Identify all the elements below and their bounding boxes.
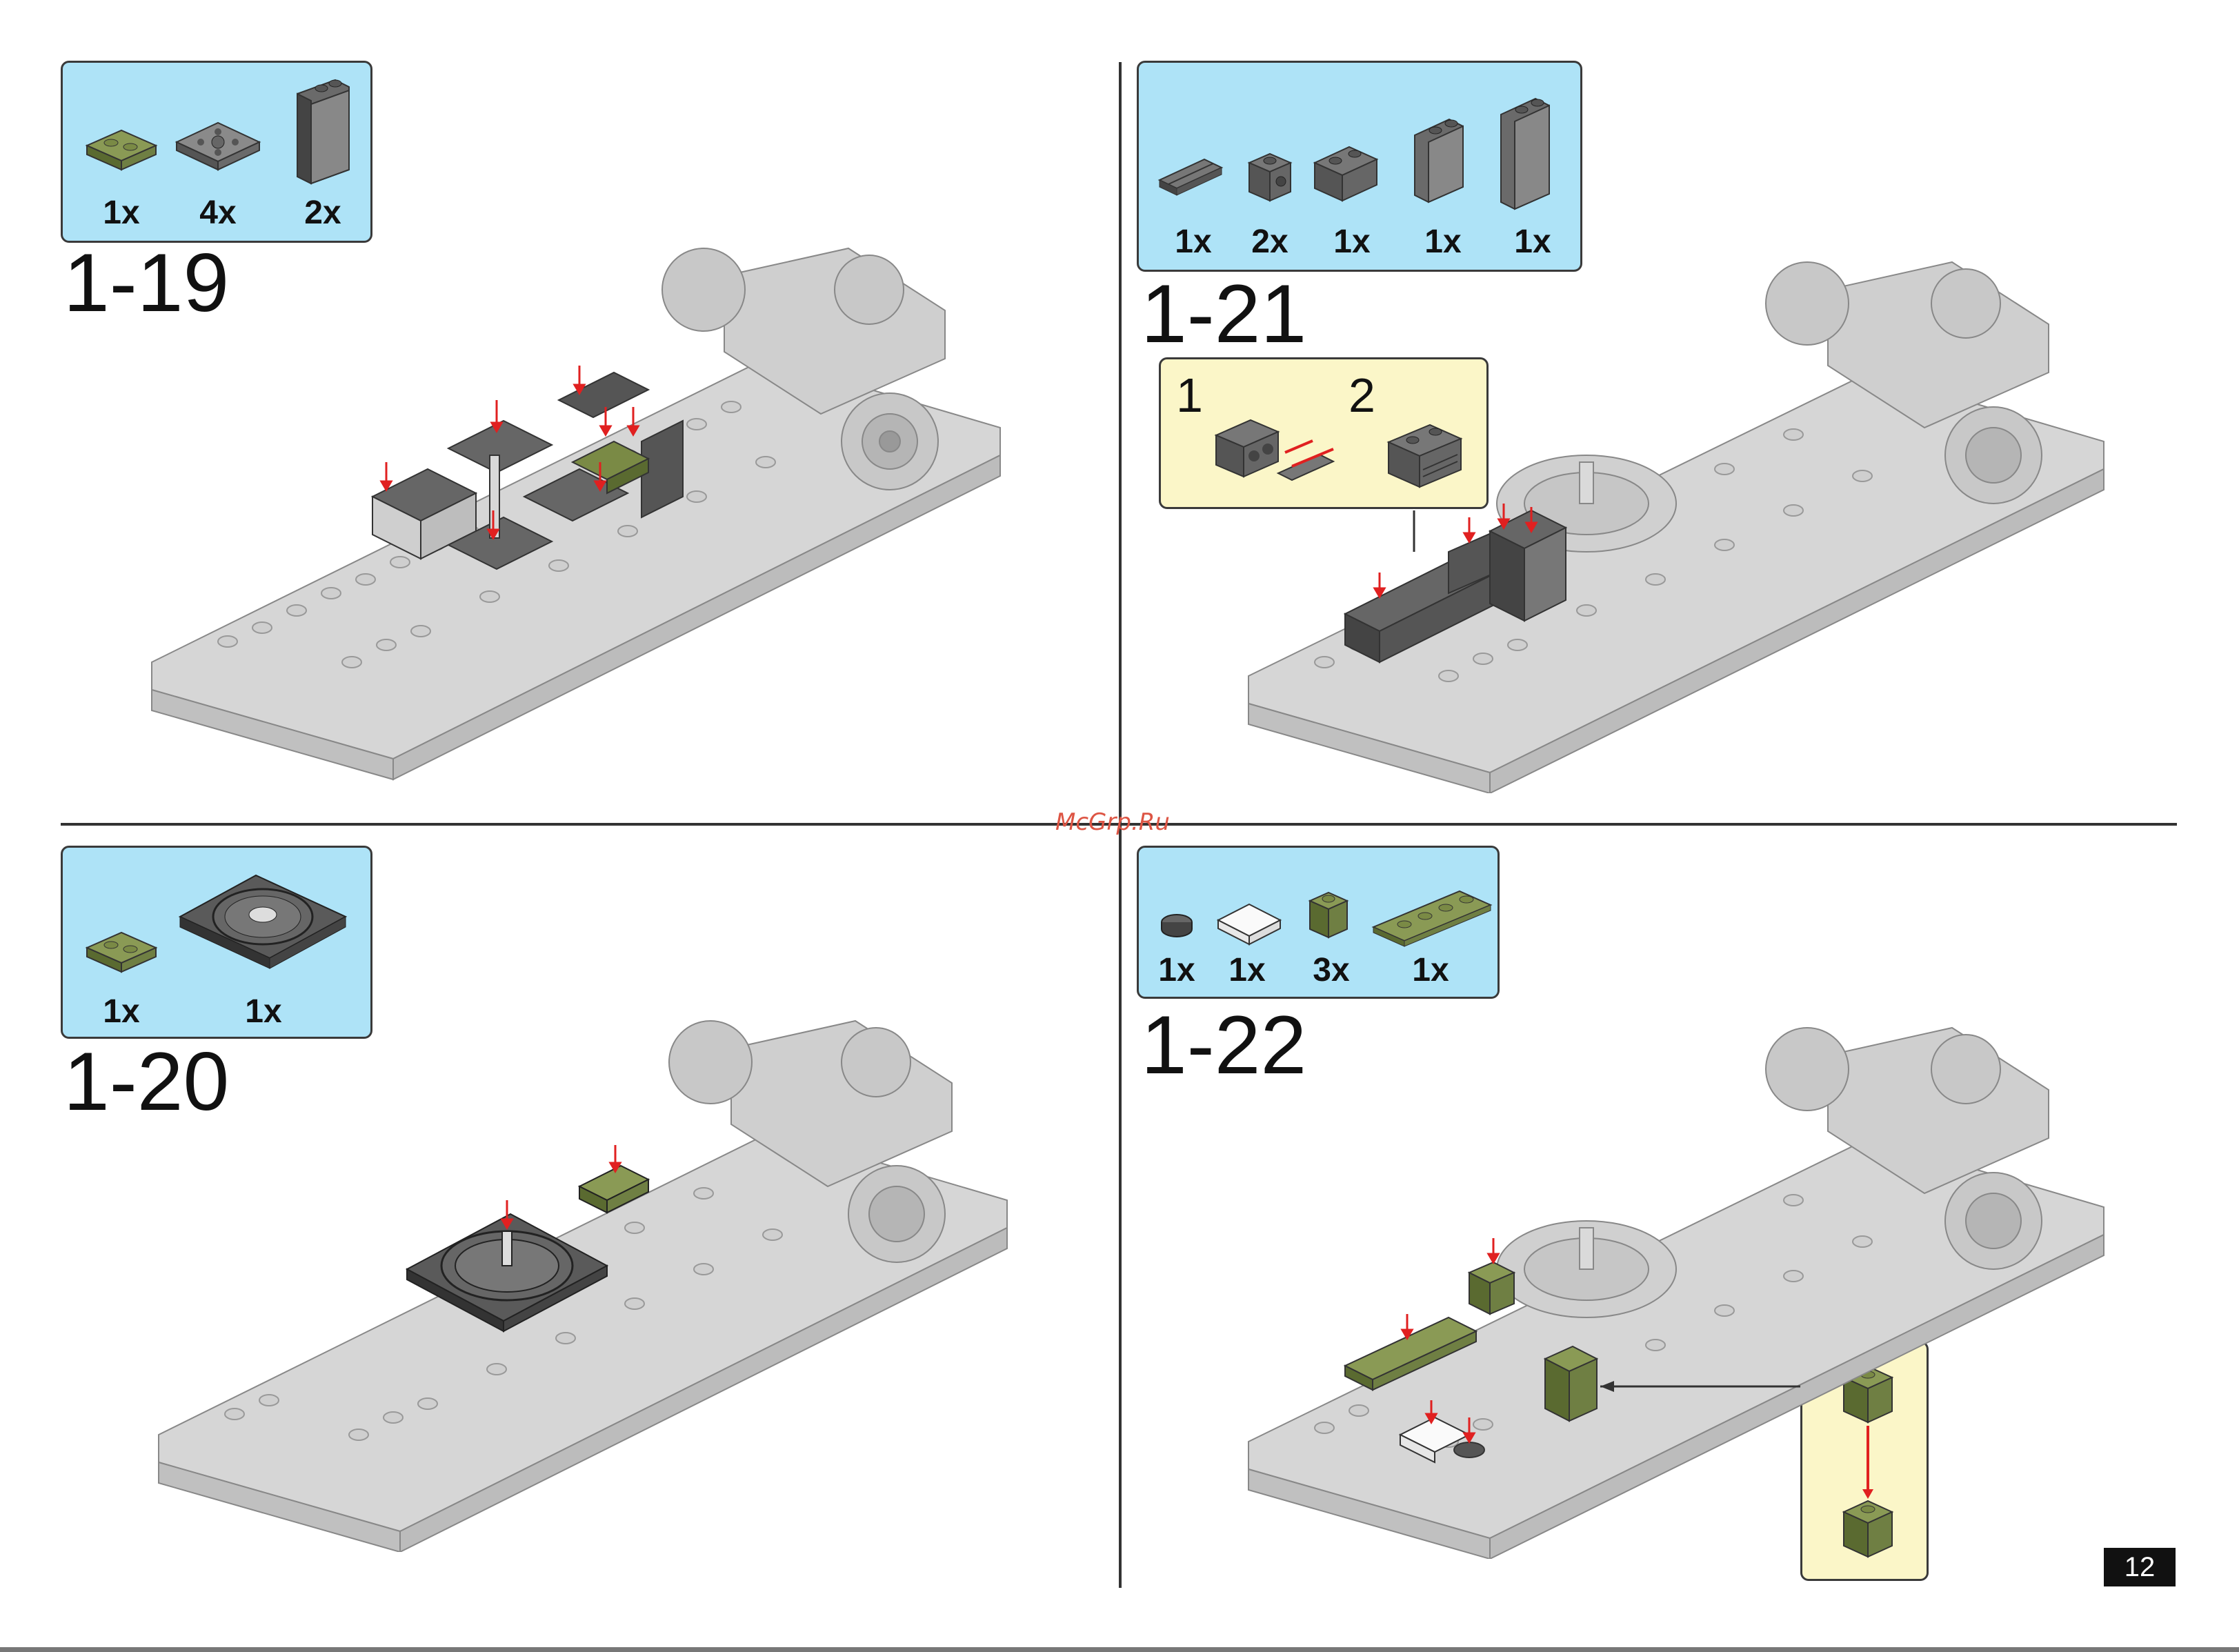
dark-round-tile-icon — [1156, 910, 1197, 941]
grille-tile-icon — [1156, 152, 1225, 201]
qty-label: 1x — [83, 993, 159, 1031]
dark-panel-tall-icon — [1491, 90, 1560, 215]
inset-label: 1 — [1176, 368, 1203, 423]
turntable-plate-icon — [173, 865, 352, 979]
olive-brick-1x1-icon — [1304, 886, 1353, 944]
qty-label: 1x — [1209, 951, 1285, 989]
page-number-badge: 12 — [2104, 1548, 2176, 1586]
parts-box-1-19: 1x 4x 2x — [61, 61, 372, 243]
dark-brick-side-stud-icon — [1242, 146, 1297, 208]
chassis-model-1-19 — [145, 235, 1042, 786]
qty-label: 2x — [285, 194, 361, 232]
watermark: McGrp.Ru — [1055, 808, 1170, 836]
dark-brick-1x2-icon — [1308, 139, 1384, 208]
bottom-rule — [0, 1647, 2239, 1652]
white-slope-icon — [1211, 896, 1287, 948]
qty-label: 4x — [180, 194, 256, 232]
dark-plate-2x2-icon — [173, 115, 263, 177]
chassis-model-1-21 — [1242, 255, 2152, 793]
parts-box-1-22: 1x 1x 3x 1x — [1137, 846, 1500, 999]
qty-label: 1x — [1393, 951, 1469, 989]
qty-label: 1x — [1155, 223, 1231, 261]
parts-box-1-21: 1x 2x 1x 1x 1x — [1137, 61, 1582, 272]
chassis-model-1-20 — [152, 1007, 1048, 1552]
olive-plate-1x2-icon — [83, 927, 159, 975]
dark-panel-small-icon — [1404, 111, 1473, 208]
dark-panel-icon — [283, 73, 359, 187]
qty-label: 3x — [1293, 951, 1369, 989]
qty-label: 1x — [1139, 951, 1215, 989]
olive-plate-1x4-icon — [1370, 886, 1494, 948]
olive-plate-1x2-icon — [83, 125, 159, 173]
chassis-model-1-22 — [1242, 1021, 2152, 1559]
qty-label: 1x — [83, 194, 159, 232]
